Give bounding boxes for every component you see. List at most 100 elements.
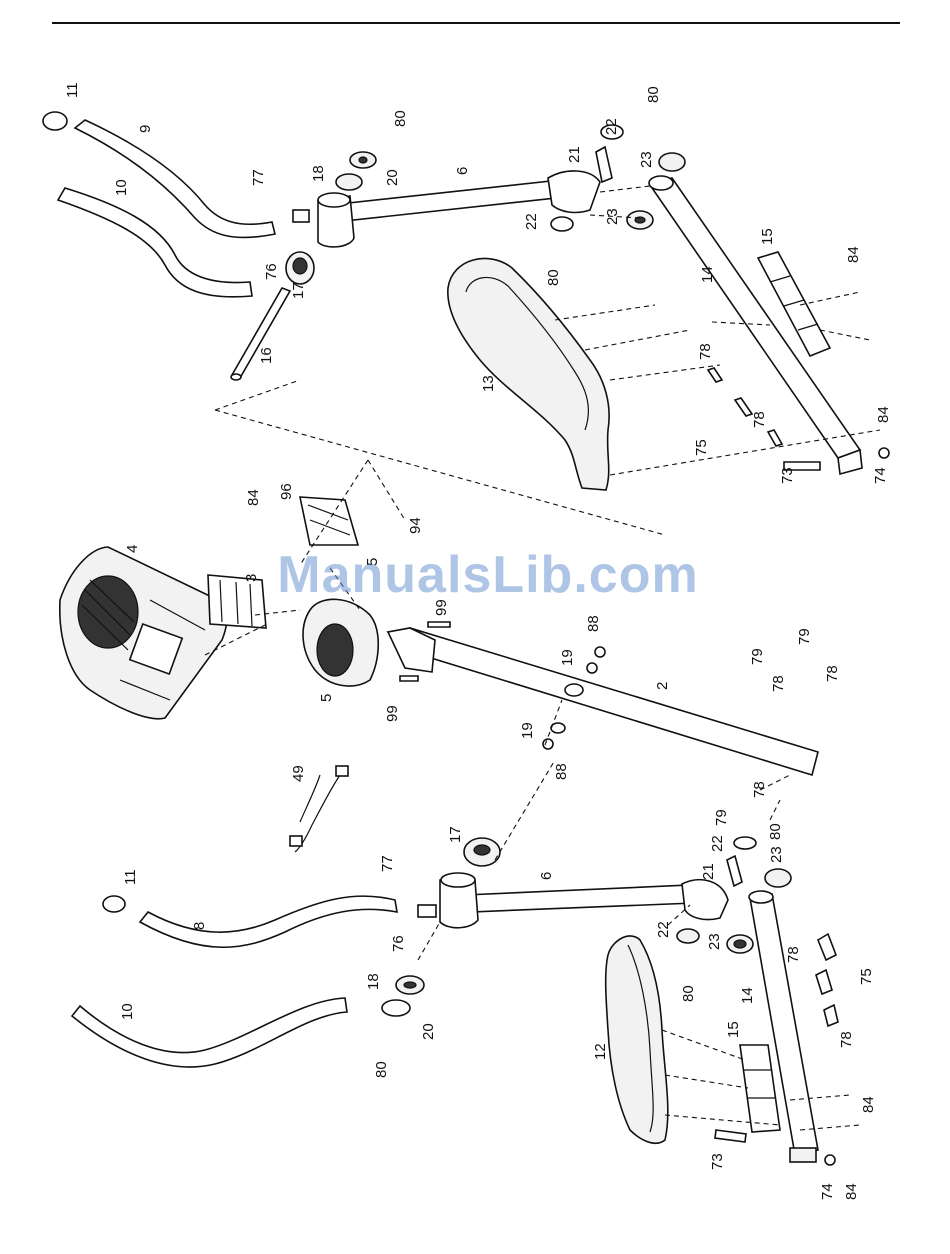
label-5-lower: 5 bbox=[318, 694, 335, 702]
pedal-arm-end-lower bbox=[790, 1148, 816, 1162]
handlebar-10-upper bbox=[58, 188, 252, 297]
label-80-lower-left: 80 bbox=[373, 1061, 390, 1078]
label-99-lower: 99 bbox=[384, 705, 401, 722]
label-21-upper: 21 bbox=[566, 146, 583, 163]
label-3: 3 bbox=[243, 574, 260, 582]
label-78-c: 78 bbox=[770, 675, 787, 692]
wheel-22-lower-b bbox=[677, 929, 699, 943]
label-78-e: 78 bbox=[751, 781, 768, 798]
label-73-lower: 73 bbox=[709, 1153, 726, 1170]
label-19-lower: 19 bbox=[519, 722, 536, 739]
label-78-g: 78 bbox=[838, 1031, 855, 1048]
label-88-upper: 88 bbox=[585, 615, 602, 632]
label-23-lower-b: 23 bbox=[706, 933, 723, 950]
label-88-lower: 88 bbox=[553, 763, 570, 780]
label-18-lower: 18 bbox=[365, 973, 382, 990]
bolt-73-lower bbox=[715, 1130, 746, 1142]
label-84-c: 84 bbox=[245, 489, 262, 506]
nut-74-upper bbox=[879, 448, 889, 458]
wheel-20-lower bbox=[382, 1000, 410, 1016]
label-84-a: 84 bbox=[845, 246, 862, 263]
label-21-lower: 21 bbox=[700, 863, 717, 880]
label-79-c: 79 bbox=[713, 809, 730, 826]
label-22-top: 22 bbox=[603, 118, 620, 135]
label-6-upper: 6 bbox=[454, 167, 471, 175]
label-11-upper: 11 bbox=[64, 82, 81, 98]
label-8: 8 bbox=[191, 922, 208, 930]
label-76-lower: 76 bbox=[390, 935, 407, 952]
label-22-mid: 22 bbox=[523, 213, 540, 230]
label-80-a: 80 bbox=[392, 110, 409, 127]
label-77-lower: 77 bbox=[379, 855, 396, 872]
axle-21-upper bbox=[596, 147, 612, 182]
handlebar-9 bbox=[75, 120, 275, 237]
label-94: 94 bbox=[407, 517, 424, 534]
label-17-upper: 17 bbox=[290, 282, 307, 299]
lower-arm-6-bracket bbox=[682, 880, 728, 920]
label-9: 9 bbox=[137, 125, 154, 133]
wheel-22-mid bbox=[551, 217, 573, 231]
label-6-lower: 6 bbox=[538, 872, 555, 880]
label-11-lower: 11 bbox=[122, 869, 139, 885]
wheel-23-lower-a bbox=[765, 869, 791, 887]
label-10-lower: 10 bbox=[119, 1003, 136, 1020]
bracket-15-lower bbox=[740, 1045, 780, 1132]
handlebar-8 bbox=[140, 896, 397, 947]
nut-74-lower bbox=[825, 1155, 835, 1165]
label-16: 16 bbox=[258, 347, 275, 364]
label-14-upper: 14 bbox=[699, 266, 716, 283]
wheel-22-lower-a bbox=[734, 837, 756, 849]
label-10-upper: 10 bbox=[113, 179, 130, 196]
label-23-mid: 23 bbox=[604, 208, 621, 225]
label-80-e: 80 bbox=[680, 985, 697, 1002]
label-49: 49 bbox=[290, 765, 307, 782]
label-80-b: 80 bbox=[645, 86, 662, 103]
label-99-upper: 99 bbox=[433, 599, 450, 616]
upper-arm-6-bracket bbox=[548, 171, 600, 213]
console-fan-grille bbox=[78, 576, 138, 648]
wheel-18-upper bbox=[336, 174, 362, 190]
handlebar-10-lower bbox=[72, 998, 347, 1067]
label-15-lower: 15 bbox=[725, 1021, 742, 1038]
label-79-b: 79 bbox=[749, 648, 766, 665]
wheel-23-top bbox=[659, 153, 685, 171]
label-19-upper: 19 bbox=[559, 649, 576, 666]
label-22-lower-a: 22 bbox=[709, 835, 726, 852]
end-cap-11-upper bbox=[43, 112, 67, 130]
label-22-lower-b: 22 bbox=[655, 921, 672, 938]
label-80-c: 80 bbox=[545, 269, 562, 286]
label-13: 13 bbox=[480, 375, 497, 392]
label-78-f: 78 bbox=[785, 946, 802, 963]
label-20-lower: 20 bbox=[420, 1023, 437, 1040]
spacer-88-lower bbox=[543, 739, 553, 749]
label-15-upper: 15 bbox=[759, 228, 776, 245]
end-cap-11-lower bbox=[103, 896, 125, 912]
label-76-upper: 76 bbox=[263, 263, 280, 280]
label-84-b: 84 bbox=[875, 406, 892, 423]
label-2: 2 bbox=[654, 682, 671, 690]
label-73-upper: 73 bbox=[779, 467, 796, 484]
lower-arm-6-tube bbox=[465, 885, 694, 912]
label-75-upper: 75 bbox=[693, 439, 710, 456]
label-75-lower: 75 bbox=[858, 968, 875, 985]
label-78-a: 78 bbox=[697, 343, 714, 360]
label-12: 12 bbox=[592, 1043, 609, 1060]
label-74-lower: 74 bbox=[819, 1183, 836, 1200]
label-20-upper: 20 bbox=[384, 169, 401, 186]
label-4: 4 bbox=[124, 545, 141, 553]
label-5-upper: 5 bbox=[364, 558, 381, 566]
label-18-upper: 18 bbox=[310, 165, 327, 182]
label-96: 96 bbox=[278, 483, 295, 500]
axle-21-lower bbox=[727, 856, 742, 886]
label-17-lower: 17 bbox=[447, 826, 464, 843]
label-23-lower-a: 23 bbox=[768, 846, 785, 863]
label-14-lower: 14 bbox=[739, 987, 756, 1004]
label-23-top: 23 bbox=[638, 151, 655, 168]
label-84-e: 84 bbox=[843, 1183, 860, 1200]
label-77-upper: 77 bbox=[250, 169, 267, 186]
label-79-a: 79 bbox=[796, 628, 813, 645]
label-74-upper: 74 bbox=[872, 467, 889, 484]
pedal-13 bbox=[448, 258, 609, 490]
label-80-d: 80 bbox=[767, 823, 784, 840]
